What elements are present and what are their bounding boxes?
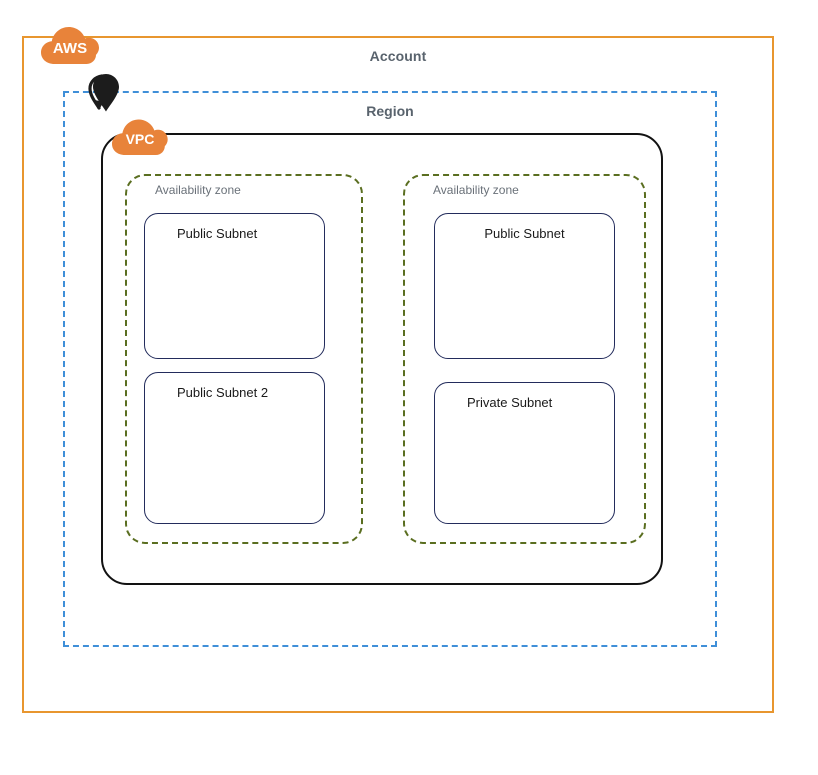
account-title: Account <box>369 48 427 64</box>
subnet-public-2-az1-label: Public Subnet 2 <box>177 385 269 400</box>
availability-zone-1-label: Availability zone <box>155 183 241 197</box>
region-pin-icon <box>84 70 120 114</box>
subnet-private-az2: Private Subnet <box>434 382 615 524</box>
subnet-public-az1-label: Public Subnet <box>177 226 258 241</box>
region-boundary: Region <box>63 91 717 647</box>
availability-zone-2: Availability zone <box>403 174 646 544</box>
aws-cloud-icon: AWS <box>40 26 100 65</box>
svg-text:VPC: VPC <box>126 131 155 147</box>
availability-zone-1: Availability zone <box>125 174 363 544</box>
availability-zone-2-label: Availability zone <box>433 183 519 197</box>
subnet-private-az2-label: Private Subnet <box>467 395 553 410</box>
vpc-cloud-icon: VPC <box>111 118 169 156</box>
svg-text:AWS: AWS <box>53 40 87 57</box>
account-boundary: Account <box>22 36 774 713</box>
subnet-public-az2: Public Subnet <box>434 213 615 359</box>
subnet-public-az2-label: Public Subnet <box>484 226 565 241</box>
region-title: Region <box>366 103 414 119</box>
vpc-boundary <box>101 133 663 585</box>
subnet-public-2-az1: Public Subnet 2 <box>144 372 325 524</box>
subnet-public-az1: Public Subnet <box>144 213 325 359</box>
